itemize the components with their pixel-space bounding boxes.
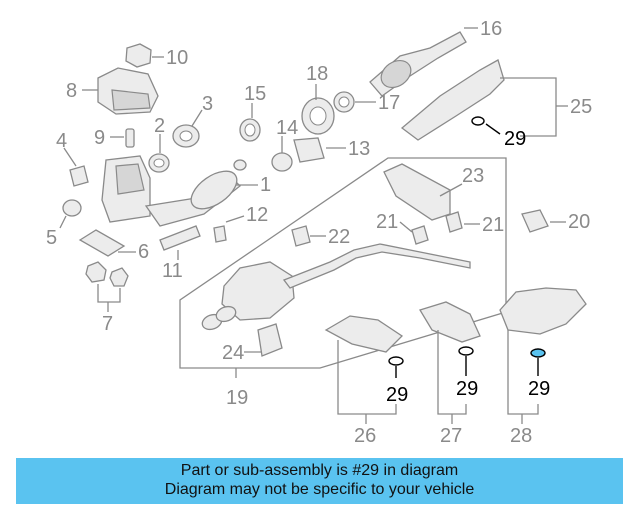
callout-18: 18 xyxy=(306,63,328,85)
part-7-nuts xyxy=(85,261,129,312)
callout-20: 20 xyxy=(568,211,590,233)
callout-23: 23 xyxy=(462,165,484,187)
part-17-ring xyxy=(333,91,376,113)
part-26-heat-shield xyxy=(324,315,404,424)
callout-8: 8 xyxy=(66,80,77,102)
part-21-hanger-left xyxy=(399,221,429,245)
callout-29-d: 29 xyxy=(528,378,550,400)
callout-3: 3 xyxy=(202,93,213,115)
callout-1: 1 xyxy=(260,174,271,196)
callout-6: 6 xyxy=(138,241,149,263)
callout-12: 12 xyxy=(246,204,268,226)
part-9-pin xyxy=(110,128,135,148)
part-2-gasket xyxy=(148,134,170,173)
banner-line-1: Part or sub-assembly is #29 in diagram xyxy=(180,462,459,479)
part-8-mount xyxy=(82,67,159,115)
catalytic-converter-front xyxy=(101,155,258,227)
callout-9: 9 xyxy=(94,127,105,149)
part-28-heat-shield xyxy=(499,287,587,424)
part-24-bracket xyxy=(244,323,283,357)
part-20-sensor xyxy=(521,209,566,233)
callout-29-a: 29 xyxy=(504,128,526,150)
callout-24: 24 xyxy=(222,342,244,364)
callout-16: 16 xyxy=(480,18,502,40)
assembly-19-outline xyxy=(179,157,507,369)
callout-25: 25 xyxy=(570,96,592,118)
callout-22: 22 xyxy=(328,226,350,248)
callout-29-b: 29 xyxy=(386,384,408,406)
part-5-grommet xyxy=(59,199,82,229)
part-22-hanger xyxy=(291,225,326,247)
part-12-bolt xyxy=(213,215,245,243)
callout-4: 4 xyxy=(56,130,67,152)
callout-11: 11 xyxy=(162,260,183,282)
part-3-gasket xyxy=(172,109,203,148)
callout-2: 2 xyxy=(154,115,165,137)
callout-10: 10 xyxy=(166,47,188,69)
exhaust-parts-diagram: 10 8 3 9 2 4 5 xyxy=(46,18,592,447)
part-16-front-pipe xyxy=(369,27,478,97)
callout-5: 5 xyxy=(46,227,57,249)
callout-26: 26 xyxy=(354,425,376,447)
rear-muffler-assembly xyxy=(201,243,471,331)
callout-15: 15 xyxy=(244,83,266,105)
part-4-cap xyxy=(63,147,89,187)
callout-13: 13 xyxy=(348,138,370,160)
part-10-nut xyxy=(125,43,164,68)
callout-27: 27 xyxy=(440,425,462,447)
callout-19: 19 xyxy=(226,387,248,409)
callout-21-b: 21 xyxy=(482,214,504,236)
part-15-ring xyxy=(239,103,261,142)
part-21-hanger-right xyxy=(445,211,480,233)
part-27-heat-shield xyxy=(419,301,481,424)
callout-28: 28 xyxy=(510,425,532,447)
info-banner: Part or sub-assembly is #29 in diagram D… xyxy=(16,458,623,504)
callout-14: 14 xyxy=(276,117,298,139)
callout-17: 17 xyxy=(378,92,400,114)
callout-29-c: 29 xyxy=(456,378,478,400)
part-14-clamp xyxy=(271,136,293,172)
part-6-shield xyxy=(78,229,136,257)
part-11-flex-pipe xyxy=(159,225,201,260)
part-29-highlight xyxy=(530,348,546,358)
part-13-clamp xyxy=(293,137,346,163)
callout-21-a: 21 xyxy=(376,211,398,233)
banner-line-2: Diagram may not be specific to your vehi… xyxy=(164,481,475,498)
callout-7: 7 xyxy=(102,313,113,335)
part-29-grommet-a xyxy=(471,116,501,135)
part-25-heat-shield xyxy=(400,59,568,141)
part-18-flange xyxy=(301,84,335,135)
